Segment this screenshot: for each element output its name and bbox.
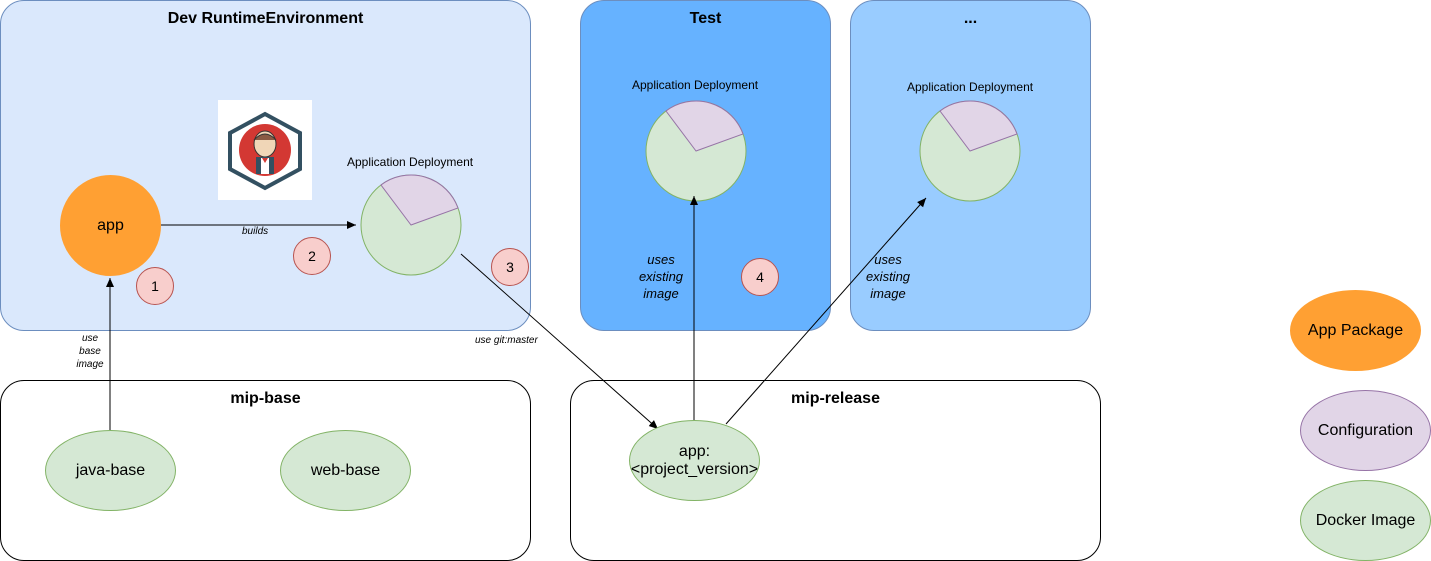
legend-configuration: Configuration [1300,390,1431,471]
app-release-line1: app: [678,442,711,460]
builds-label: builds [242,226,269,237]
dev-deployment-label: Application Deployment [347,155,474,169]
uses-existing-image-other-label: uses existing image [865,252,911,301]
other-deployment-label: Application Deployment [907,80,1034,94]
uses-existing-image-test-label: uses existing image [638,252,684,301]
step-marker-3: 3 [491,248,529,286]
dev-deployment-pie [360,174,462,276]
step-marker-2: 2 [293,237,331,275]
dev-runtime-title: Dev RuntimeEnvironment [167,10,364,27]
web-base-node: web-base [280,430,411,511]
legend-docker-image: Docker Image [1300,480,1431,561]
mip-release-title: mip-release [791,390,880,407]
other-title: ... [963,10,978,27]
step-marker-4: 4 [741,258,779,296]
use-git-master-label: use git:master [475,335,538,346]
app-release-line2: <project_version> [630,460,759,478]
app-release-node: app: <project_version> [629,420,760,501]
edge-dev-deployment-to-release [460,253,659,430]
legend-app-package: App Package [1290,290,1421,371]
edge-release-to-other [725,197,927,425]
app-node: app [60,175,161,276]
java-base-node: java-base [45,430,176,511]
use-base-image-label: use base image [76,333,104,370]
jenkins-logo [218,100,312,200]
test-deployment-pie [645,100,747,202]
step-marker-1: 1 [136,267,174,305]
test-title: Test [689,10,722,27]
other-deployment-pie [919,100,1021,202]
mip-base-title: mip-base [230,390,301,407]
test-environment: Test [580,0,831,331]
test-deployment-label: Application Deployment [632,78,759,92]
